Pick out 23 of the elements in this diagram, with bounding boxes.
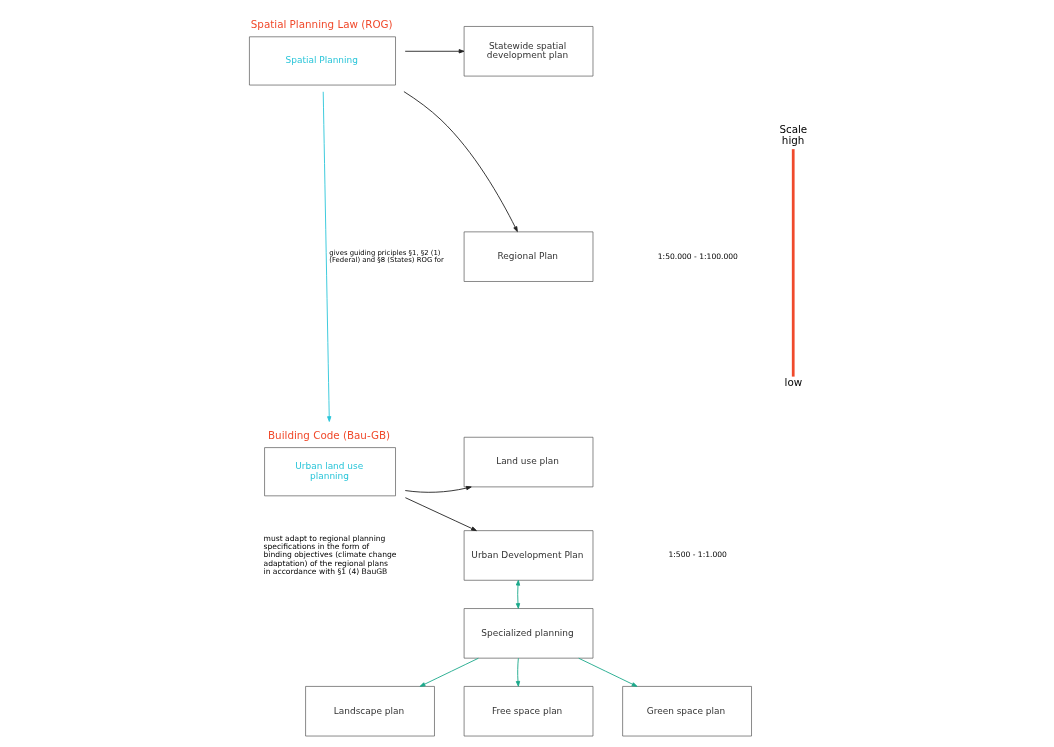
arrow xyxy=(403,91,518,233)
arrow xyxy=(578,657,638,687)
node-box: Urban land use planning xyxy=(264,447,396,497)
node-box: Urban Development Plan xyxy=(463,530,594,581)
node-box: Regional Plan xyxy=(463,231,594,282)
node-box: Land use plan xyxy=(463,436,594,488)
arrow xyxy=(419,657,479,687)
arrow xyxy=(404,497,477,532)
node-box: Specialized planning xyxy=(463,608,594,659)
arrow xyxy=(322,91,332,422)
node-label: Building Code (Bau-GB) xyxy=(268,428,391,441)
node-box: Statewide spatial development plan xyxy=(463,26,594,77)
node-box: Green space plan xyxy=(622,686,752,737)
node-box: Landscape plan xyxy=(305,686,435,737)
arrow xyxy=(515,657,521,687)
arrow xyxy=(404,485,472,493)
node-box: Spatial Planning xyxy=(249,36,396,86)
label: low xyxy=(784,376,803,389)
arrow xyxy=(404,49,465,54)
arrow xyxy=(515,579,521,609)
label: Scale high xyxy=(779,122,808,147)
node-box: Free space plan xyxy=(463,686,594,737)
node-label: Spatial Planning Law (ROG) xyxy=(250,17,393,30)
